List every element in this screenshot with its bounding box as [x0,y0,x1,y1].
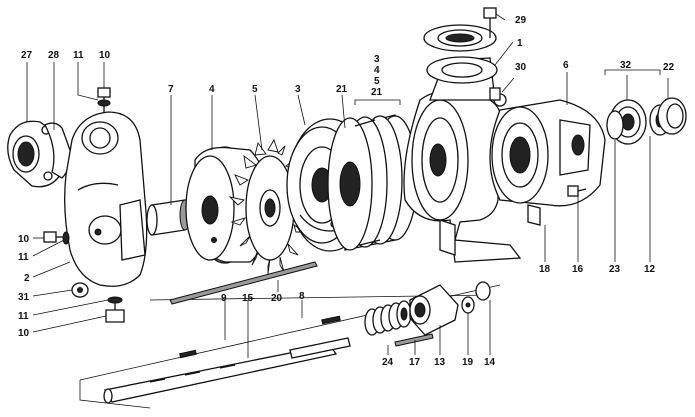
part-11-washer-left [62,231,70,245]
label-19: 19 [462,357,474,368]
label-6: 6 [563,60,569,71]
label-14: 14 [484,357,496,368]
part-3-4-5-21-bracket [354,99,401,105]
label-1: 1 [517,38,523,49]
label-11-top: 11 [73,50,84,61]
label-13: 13 [434,357,446,368]
part-13-block [409,284,459,336]
label-12: 12 [644,264,656,275]
label-29: 29 [515,15,527,26]
label-32: 32 [620,60,632,71]
part-32-bracket [604,69,661,75]
label-9: 9 [221,293,227,304]
label-5: 5 [252,84,258,95]
leader-lines [26,13,669,358]
label-21-left: 21 [336,84,348,95]
part-5-impeller [228,138,308,275]
part-16-screw [567,185,587,197]
part-4-drum [185,146,269,264]
label-11-bottom: 11 [18,311,29,322]
part-2-pump-cover [64,111,148,287]
label-31: 31 [18,292,30,303]
label-18: 18 [539,264,551,275]
label-23: 23 [609,264,621,275]
label-20: 20 [271,293,283,304]
label-2: 2 [24,273,30,284]
part-18-clip [527,204,541,226]
label-4-group: 4 [374,65,380,76]
part-15-shaft [103,337,351,404]
part-22-cap [657,97,687,135]
label-16: 16 [572,264,584,275]
label-28: 28 [48,50,60,61]
label-15: 15 [242,293,254,304]
part-24-spring [364,300,412,336]
part-20-rod [169,261,318,305]
label-30: 30 [515,62,527,73]
part-30-grease-cup [489,87,501,101]
label-10-top: 10 [99,50,111,61]
part-23-bearing [606,99,647,145]
part-14-ring [475,281,491,301]
part-8-key [321,315,341,325]
label-27: 27 [21,50,33,61]
label-21-group: 21 [371,87,383,98]
part-labels: 27 28 11 10 7 4 5 3 21 3 4 5 21 29 1 30 … [18,15,675,368]
part-29-bolt [483,7,497,38]
part-21-ring-stack [327,114,418,251]
part-19-nut [461,296,475,314]
part-31-nut [71,282,89,298]
part-17-pin [394,333,434,347]
label-8: 8 [299,291,305,302]
part-11-washer-bottom [107,296,123,304]
part-9-key [179,349,197,359]
part-6-bearing-housing [489,99,606,207]
label-7: 7 [168,84,174,95]
label-17: 17 [409,357,421,368]
label-10-bottom: 10 [18,328,30,339]
part-11-washer-top [97,99,111,107]
label-4: 4 [209,84,215,95]
label-5-group: 5 [374,76,380,87]
label-3: 3 [295,84,301,95]
label-10-left: 10 [18,234,30,245]
label-22: 22 [663,62,675,73]
label-3-group: 3 [374,54,380,65]
label-11-left: 11 [18,252,29,263]
label-24: 24 [382,357,394,368]
part-1-main-housing [403,24,522,263]
part-7-sleeve [146,199,191,236]
part-10-bolt-bottom [105,303,125,323]
